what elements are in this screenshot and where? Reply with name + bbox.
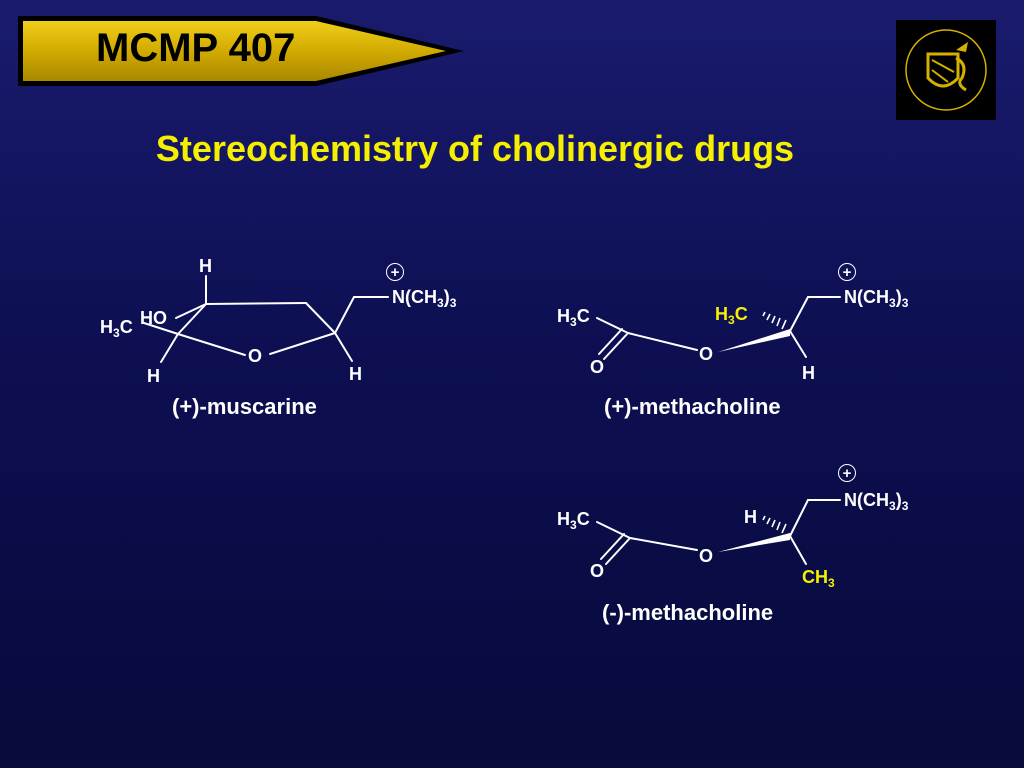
methacholine-plus-chiral-methyl: H3C — [715, 304, 748, 327]
methacholine-plus-carbonyl-oxygen: O — [590, 357, 605, 377]
methacholine-minus-acetyl-methyl: H3C — [557, 509, 590, 532]
muscarine-ring-oxygen: O — [248, 346, 263, 366]
methacholine-minus-positive-charge: + — [838, 464, 856, 482]
methacholine-minus-name: (-)-methacholine — [602, 600, 774, 625]
methacholine-minus-ester-oxygen: O — [699, 546, 714, 566]
header-banner — [18, 16, 464, 86]
muscarine-methyl: H3C — [100, 317, 133, 340]
muscarine-hydroxyl: HO — [140, 308, 167, 328]
methacholine-minus-h-top: H — [744, 507, 757, 527]
muscarine-trimethylammonium: N(CH3)3 — [392, 287, 457, 310]
slide-title: Stereochemistry of cholinergic drugs — [155, 128, 795, 169]
muscarine-name: (+)-muscarine — [172, 394, 317, 419]
course-title: MCMP 407 — [96, 26, 296, 70]
methacholine-minus-trimethylammonium: N(CH3)3 — [844, 490, 909, 513]
methacholine-minus-chiral-methyl: CH3 — [802, 567, 835, 590]
muscarine-h-bottom-right: H — [349, 364, 362, 384]
muscarine-h-bottom-left: H — [147, 366, 160, 386]
methacholine-plus-positive-charge: + — [838, 263, 856, 281]
muscarine-h-top: H — [199, 256, 212, 276]
methacholine-plus-h-bottom: H — [802, 363, 815, 383]
methacholine-minus-carbonyl-oxygen: O — [590, 561, 605, 581]
muscarine-positive-charge: + — [386, 263, 404, 281]
university-logo — [896, 20, 996, 120]
methacholine-plus-acetyl-methyl: H3C — [557, 306, 590, 329]
methacholine-plus-ester-oxygen: O — [699, 344, 714, 364]
methacholine-plus-name: (+)-methacholine — [604, 394, 781, 419]
methacholine-plus-trimethylammonium: N(CH3)3 — [844, 287, 909, 310]
